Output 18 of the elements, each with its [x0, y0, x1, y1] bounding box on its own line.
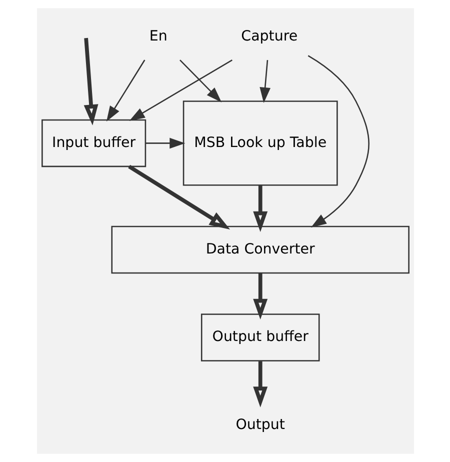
arrow — [128, 59, 232, 121]
arrow — [259, 60, 270, 103]
arrow — [179, 60, 222, 102]
arrow — [252, 186, 268, 232]
node-text: En — [148, 28, 167, 44]
node-text: Output — [235, 416, 285, 433]
node-box: Output buffer — [200, 314, 320, 362]
arrow — [145, 138, 185, 149]
node-box: Data Converter — [110, 226, 409, 274]
arrow — [106, 60, 145, 122]
node-box: Input buffer — [41, 119, 146, 168]
arrow — [252, 273, 268, 320]
node-box: MSB Look up Table — [182, 100, 338, 186]
arrow — [307, 55, 369, 228]
arrow — [128, 164, 230, 230]
arrow — [83, 38, 98, 126]
arrow — [252, 361, 268, 408]
node-text: Capture — [240, 28, 298, 44]
